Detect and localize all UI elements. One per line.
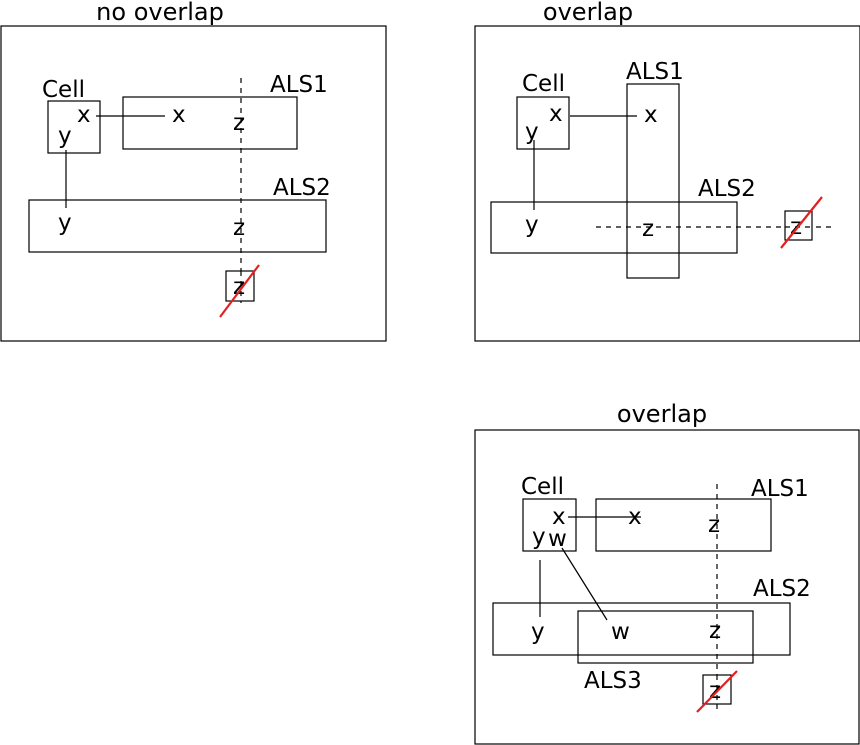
panel-overlap-1: overlap ALS2 y ALS1 x z Cell x y z [474,0,860,342]
als1-z: z [642,216,654,242]
strike-through-mark [696,670,738,713]
als2-y: y [531,619,545,645]
panel-title: overlap [617,400,707,428]
w-link-line [561,547,608,621]
als1-box [626,83,680,279]
panel-title: no overlap [96,0,224,26]
als1-label: ALS1 [626,59,684,85]
als1-box [122,96,298,150]
als3-label: ALS3 [584,668,642,694]
als1-z: z [233,110,245,136]
als3-box [577,610,754,664]
removed-z: z [709,678,721,704]
als1-label: ALS1 [270,72,328,98]
als1-box [595,498,772,552]
als2-box [492,602,791,656]
removed-candidate-box [225,270,255,302]
cell-y: y [58,123,72,149]
als2-label: ALS2 [698,176,756,202]
als1-x: x [644,102,658,128]
als2-box [28,199,327,253]
als2-label: ALS2 [753,576,811,602]
als2-z: z [709,618,721,644]
cell-x: x [77,102,91,128]
panel-frame [474,25,860,342]
cell-w: w [548,526,567,552]
als1-label: ALS1 [751,476,809,502]
als3-w: w [611,619,630,645]
panel-frame [474,429,860,745]
als1-z: z [708,512,720,538]
cell-x: x [549,101,563,127]
panel-frame [0,25,387,342]
als2-label: ALS2 [273,175,331,201]
strike-through-mark [780,196,823,249]
panel-overlap-2: overlap ALS2 y z ALS3 w ALS1 x z Cell x … [474,400,860,745]
als2-y: y [525,212,539,238]
cell-label: Cell [521,474,564,500]
cell-label: Cell [522,71,565,97]
panel-no-overlap: no overlap Cell x y ALS1 x z ALS2 y z z [0,0,387,342]
cell-y: y [525,119,539,145]
cell-y: y [532,524,546,550]
cell-box [47,100,101,154]
removed-z: z [233,274,245,300]
cell-x: x [552,504,566,530]
cell-label: Cell [42,77,85,103]
cell-box [522,498,577,552]
als1-x: x [172,102,186,128]
panel-title: overlap [543,0,633,26]
als2-y: y [58,210,72,236]
cell-box [516,96,570,150]
als2-z: z [233,215,245,241]
strike-through-mark [219,264,260,318]
